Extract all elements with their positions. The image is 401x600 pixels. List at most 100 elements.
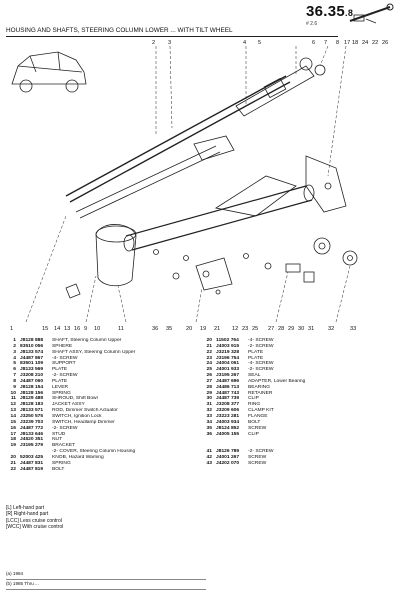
part-number: J3208 210 — [20, 373, 44, 379]
part-number: J3195 267 — [216, 373, 240, 379]
lower-flange — [285, 237, 358, 283]
ref-number: 34 — [206, 419, 212, 425]
legend-item: [LCC] Less cruise control — [6, 517, 62, 524]
callout-label: 18 — [352, 40, 358, 46]
footnote-line: (b) 1985 Thru ... — [6, 580, 206, 590]
callout-label: 11 — [118, 326, 124, 332]
part-description: SCREW — [248, 460, 267, 466]
ref-number: 4 — [13, 355, 16, 361]
part-description: SHAFT ASSY, Steering Column Upper — [52, 349, 136, 355]
ref-number: 6 — [13, 367, 16, 373]
part-number: J4487 696 — [216, 378, 240, 384]
ref-number: 24 — [206, 361, 212, 367]
part-description: -2- SCREW — [52, 373, 78, 379]
callout-label: 21 — [214, 326, 220, 332]
ref-number: 7 — [13, 373, 16, 379]
callouts-bottom: 1 15 14 13 16 9 10 11 36 35 20 19 21 12 … — [10, 326, 356, 332]
part-description: BEARING — [248, 384, 271, 390]
part-number: J8128 156 — [20, 390, 44, 396]
callout-label: 30 — [298, 326, 304, 332]
part-description: SUPPORT — [52, 361, 76, 367]
callout-label: 4 — [243, 40, 246, 46]
callout-label: 3 — [168, 40, 171, 46]
callout-label: 16 — [74, 326, 80, 332]
callout-label: 26 — [382, 40, 388, 46]
parts-row: 7 J3208 210 -2- SCREW — [6, 373, 201, 379]
callout-label: 10 — [94, 326, 100, 332]
ref-number: 2 — [13, 343, 16, 349]
part-number: 83501 109 — [20, 361, 44, 367]
part-number: J3223 281 — [216, 413, 240, 419]
ref-number: 25 — [206, 367, 212, 373]
ref-number: 20 — [10, 454, 16, 460]
part-number: J4487 739 — [216, 396, 240, 402]
part-description: SPHERE — [52, 343, 73, 349]
part-number: 52003 425 — [20, 454, 44, 460]
callout-label: 9 — [84, 326, 87, 332]
callout-label: 2 — [152, 40, 155, 46]
part-number: J8133 646 — [20, 431, 44, 437]
part-number: J8133 571 — [20, 408, 44, 414]
footnote-text: (b) 1985 Thru ... — [6, 581, 39, 586]
part-number: J3239 703 — [20, 419, 44, 425]
callout-label: 13 — [64, 326, 70, 332]
ref-number: 10 — [10, 390, 16, 396]
part-description: PLATE — [248, 355, 264, 361]
part-description: BOLT — [248, 419, 261, 425]
part-description: BOLT — [52, 466, 65, 472]
ref-number: 29 — [206, 390, 212, 396]
part-number: J4486 713 — [216, 384, 240, 390]
part-description: -4- SCREW — [248, 361, 274, 367]
section-subnumber: # 2.6 — [306, 21, 318, 27]
part-description: CLIP — [248, 396, 259, 402]
ref-number: 32 — [206, 408, 212, 414]
ref-number: 41 — [206, 449, 212, 455]
part-number: J8129 488 — [20, 396, 44, 402]
part-number: J8124 852 — [216, 425, 240, 431]
part-number: J3195 279 — [20, 443, 44, 449]
ref-number: 35 — [206, 425, 212, 431]
callout-label: 1 — [10, 326, 13, 332]
part-number: J4487 060 — [20, 378, 44, 384]
callout-label: 5 — [258, 40, 261, 46]
part-description: CLAMP KIT — [248, 408, 274, 414]
part-description: JACKET ASSY — [52, 402, 85, 408]
ref-number: 18 — [10, 437, 16, 443]
footnote-line: (a) 1984 — [6, 570, 206, 580]
part-description: -2- SCREW — [248, 343, 274, 349]
part-description: STUD — [52, 431, 66, 437]
ref-number: 23 — [206, 355, 212, 361]
steering-column-thumbnail — [349, 3, 394, 24]
legend-item: [L] Left-hand part — [6, 505, 45, 511]
ref-number: 21 — [206, 343, 212, 349]
